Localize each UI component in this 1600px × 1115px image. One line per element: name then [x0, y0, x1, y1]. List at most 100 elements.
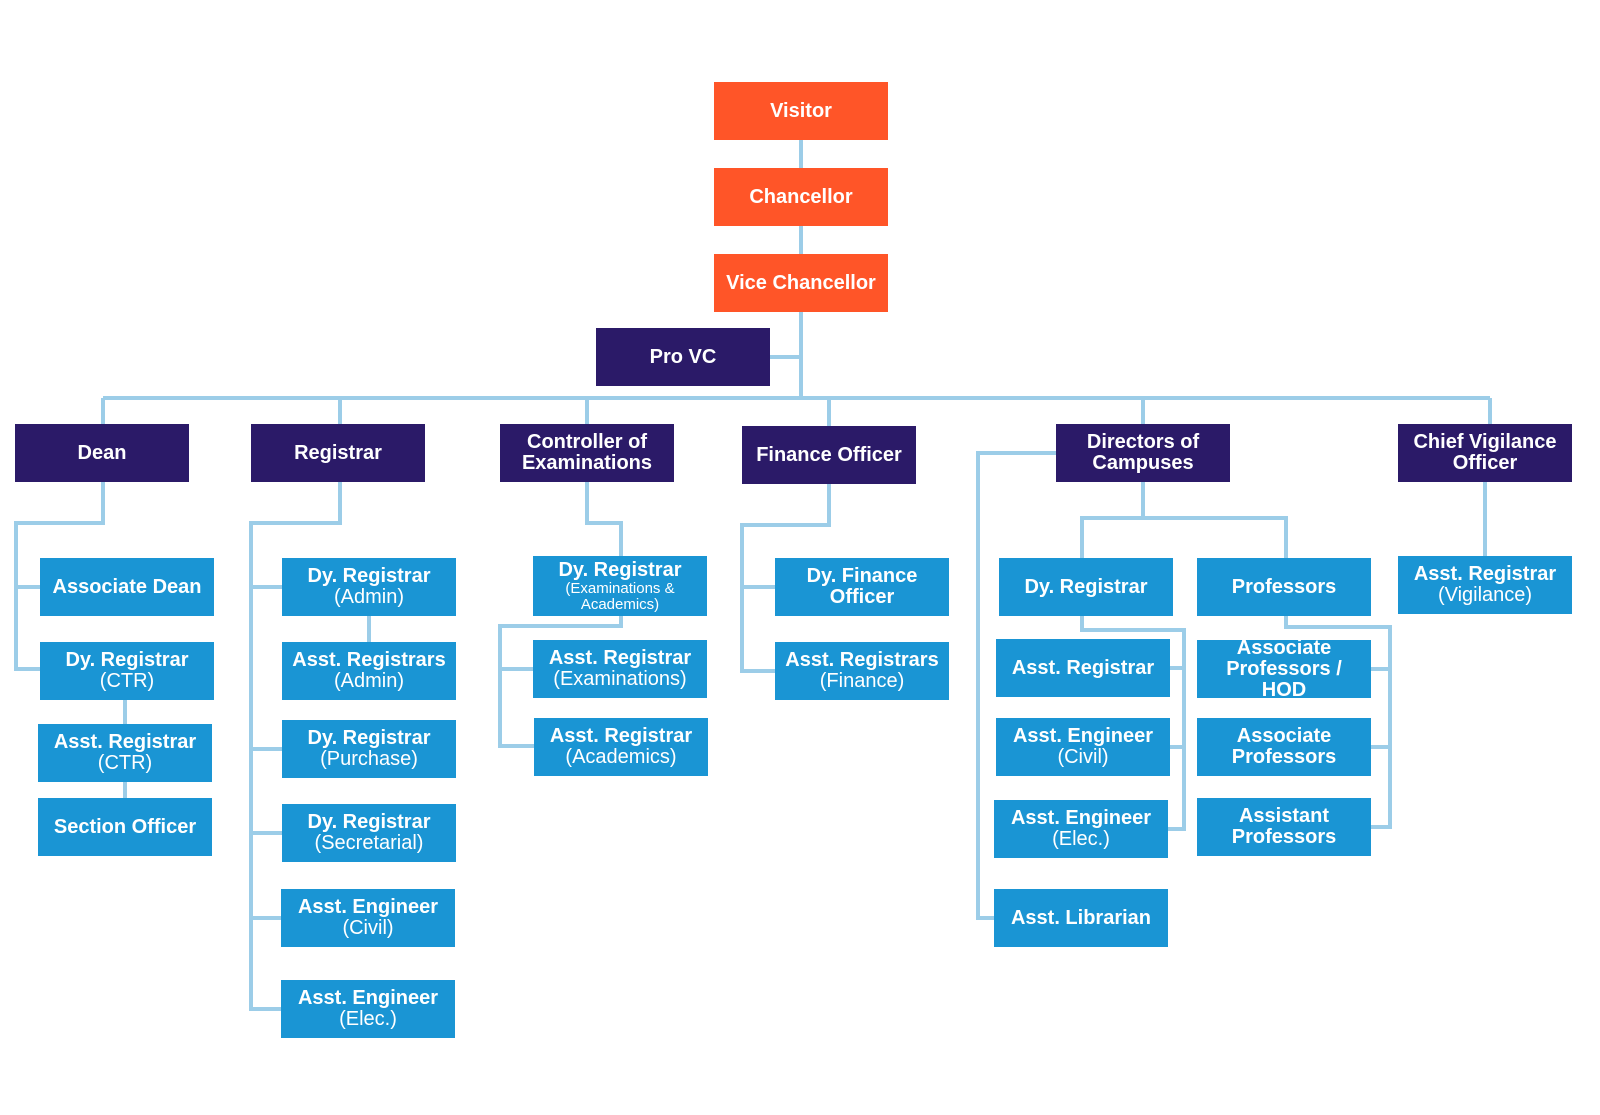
node-coe-asst-acad-title: Asst. Registrar [549, 725, 693, 747]
node-assoc-prof-subtitle: Professors [1231, 746, 1337, 768]
node-reg-dy-purchase-subtitle: (Purchase) [320, 748, 418, 770]
node-reg-asst-engineer-elec: Asst. Engineer (Elec.) [281, 980, 455, 1038]
node-coe-dy-registrar: Dy. Registrar (Examinations & Academics) [533, 556, 707, 616]
node-asst-prof-subtitle: Professors [1231, 826, 1337, 848]
node-associate-professors: Associate Professors [1197, 718, 1371, 776]
connector-line [585, 482, 623, 556]
node-coe-dy-subtitle: (Examinations & Academics) [565, 579, 675, 613]
node-vice-chancellor: Vice Chancellor [714, 254, 888, 312]
node-dean: Dean [15, 424, 189, 482]
connector-line [976, 451, 1056, 920]
node-dir-asst-registrar-title: Asst. Registrar [1011, 656, 1155, 679]
node-dir-professors-title: Professors [1231, 575, 1337, 598]
node-dir-librarian-title: Asst. Librarian [1010, 906, 1152, 929]
node-section-officer: Section Officer [38, 798, 212, 856]
node-registrar-title: Registrar [294, 441, 382, 464]
node-reg-dy-registrar-secretarial: Dy. Registrar (Secretarial) [282, 804, 456, 862]
node-finance-officer-title: Finance Officer [756, 443, 902, 466]
node-assoc-prof-hod-title: Associate [1236, 636, 1332, 659]
node-cvo-subtitle: Officer [1452, 452, 1518, 474]
node-dir-professors: Professors [1197, 558, 1371, 616]
node-dir-eng-elec-title: Asst. Engineer [1010, 807, 1152, 829]
node-dir-eng-elec-subtitle: (Elec.) [1052, 828, 1110, 850]
node-dean-asst-registrar-title: Asst. Registrar [53, 731, 197, 753]
node-assoc-prof-title: Associate [1236, 725, 1332, 747]
node-dean-dy-registrar-title: Dy. Registrar [65, 649, 189, 671]
node-reg-dy-secretarial-subtitle: (Secretarial) [314, 832, 424, 854]
node-visitor: Visitor [714, 82, 888, 140]
node-coe-asst-exam-title: Asst. Registrar [548, 647, 692, 669]
node-vice-chancellor-title: Vice Chancellor [726, 271, 876, 294]
node-cvo-asst-registrar-vigilance: Asst. Registrar (Vigilance) [1398, 556, 1572, 614]
node-dir-asst-engineer-elec: Asst. Engineer (Elec.) [994, 800, 1168, 858]
node-reg-dy-secretarial-title: Dy. Registrar [307, 811, 431, 833]
node-reg-dy-purchase-title: Dy. Registrar [307, 727, 431, 749]
node-assoc-prof-hod-subtitle: Professors / HOD [1226, 657, 1342, 701]
node-chancellor: Chancellor [714, 168, 888, 226]
node-reg-eng-elec-title: Asst. Engineer [297, 987, 439, 1009]
node-reg-asst-registrars-admin: Asst. Registrars (Admin) [282, 642, 456, 700]
node-visitor-title: Visitor [770, 99, 832, 122]
node-dean-asst-registrar-subtitle: (CTR) [97, 752, 153, 774]
node-dean-dy-registrar-subtitle: (CTR) [99, 670, 155, 692]
node-dir-eng-civil-title: Asst. Engineer [1012, 725, 1154, 747]
node-fin-asst-subtitle: (Finance) [819, 670, 905, 692]
node-controller-title: Controller of [527, 431, 647, 453]
connector-line [249, 482, 342, 1011]
connector-line [14, 482, 105, 671]
node-coe-asst-acad-subtitle: (Academics) [565, 746, 677, 768]
node-assistant-professors: Assistant Professors [1197, 798, 1371, 856]
node-fin-asst-registrars: Asst. Registrars (Finance) [775, 642, 949, 700]
node-reg-eng-civil-subtitle: (Civil) [342, 917, 394, 939]
node-dir-eng-civil-subtitle: (Civil) [1057, 746, 1109, 768]
connector-line [1080, 616, 1186, 831]
node-coe-asst-registrar-examinations: Asst. Registrar (Examinations) [533, 640, 707, 698]
connector-line [1080, 482, 1145, 558]
node-chancellor-title: Chancellor [749, 185, 853, 208]
connector-line [498, 616, 623, 748]
node-registrar: Registrar [251, 424, 425, 482]
node-pro-vc-title: Pro VC [649, 345, 717, 368]
node-reg-dy-admin-title: Dy. Registrar [307, 565, 431, 587]
node-reg-dy-registrar-admin: Dy. Registrar (Admin) [282, 558, 456, 616]
node-controller-subtitle: Examinations [521, 452, 653, 474]
node-fin-dy-finance-officer: Dy. Finance Officer [775, 558, 949, 616]
node-fin-asst-title: Asst. Registrars [785, 649, 939, 671]
node-dean-asst-registrar-ctr: Asst. Registrar (CTR) [38, 724, 212, 782]
node-reg-eng-civil-title: Asst. Engineer [297, 896, 439, 918]
node-coe-dy-title: Dy. Registrar [558, 558, 682, 581]
node-asst-prof-title: Assistant [1238, 805, 1330, 827]
node-reg-asst-admin-subtitle: (Admin) [333, 670, 404, 692]
node-reg-asst-engineer-civil: Asst. Engineer (Civil) [281, 889, 455, 947]
node-dean-title: Dean [77, 441, 127, 464]
node-coe-asst-registrar-academics: Asst. Registrar (Academics) [534, 718, 708, 776]
node-pro-vc: Pro VC [596, 328, 770, 386]
node-dir-dy-registrar-title: Dy. Registrar [1024, 575, 1148, 598]
node-dir-dy-registrar: Dy. Registrar [999, 558, 1173, 616]
node-fin-dy-subtitle: Officer [829, 586, 895, 608]
node-reg-dy-registrar-purchase: Dy. Registrar (Purchase) [282, 720, 456, 778]
node-chief-vigilance-officer: Chief Vigilance Officer [1398, 424, 1572, 482]
node-associate-professors-hod: Associate Professors / HOD [1197, 636, 1371, 701]
node-dir-asst-librarian: Asst. Librarian [994, 889, 1168, 947]
node-cvo-title: Chief Vigilance [1413, 431, 1557, 453]
node-fin-dy-title: Dy. Finance [806, 565, 918, 587]
node-section-officer-title: Section Officer [53, 815, 197, 838]
node-controller-of-examinations: Controller of Examinations [500, 424, 674, 482]
node-coe-asst-exam-subtitle: (Examinations) [553, 668, 687, 690]
node-associate-dean-title: Associate Dean [52, 575, 202, 598]
node-finance-officer: Finance Officer [742, 426, 916, 484]
node-reg-eng-elec-subtitle: (Elec.) [339, 1008, 397, 1030]
node-reg-asst-admin-title: Asst. Registrars [292, 649, 446, 671]
connector-line [740, 484, 831, 673]
connector-line [1284, 616, 1392, 829]
node-dir-asst-engineer-civil: Asst. Engineer (Civil) [996, 718, 1170, 776]
node-dir-asst-registrar: Asst. Registrar [996, 639, 1170, 697]
node-cvo-asst-title: Asst. Registrar [1413, 563, 1557, 585]
connector-line [1143, 516, 1288, 558]
node-directors-subtitle: Campuses [1092, 452, 1194, 474]
node-directors-of-campuses: Directors of Campuses [1056, 424, 1230, 482]
node-reg-dy-admin-subtitle: (Admin) [333, 586, 404, 608]
node-dean-dy-registrar-ctr: Dy. Registrar (CTR) [40, 642, 214, 700]
